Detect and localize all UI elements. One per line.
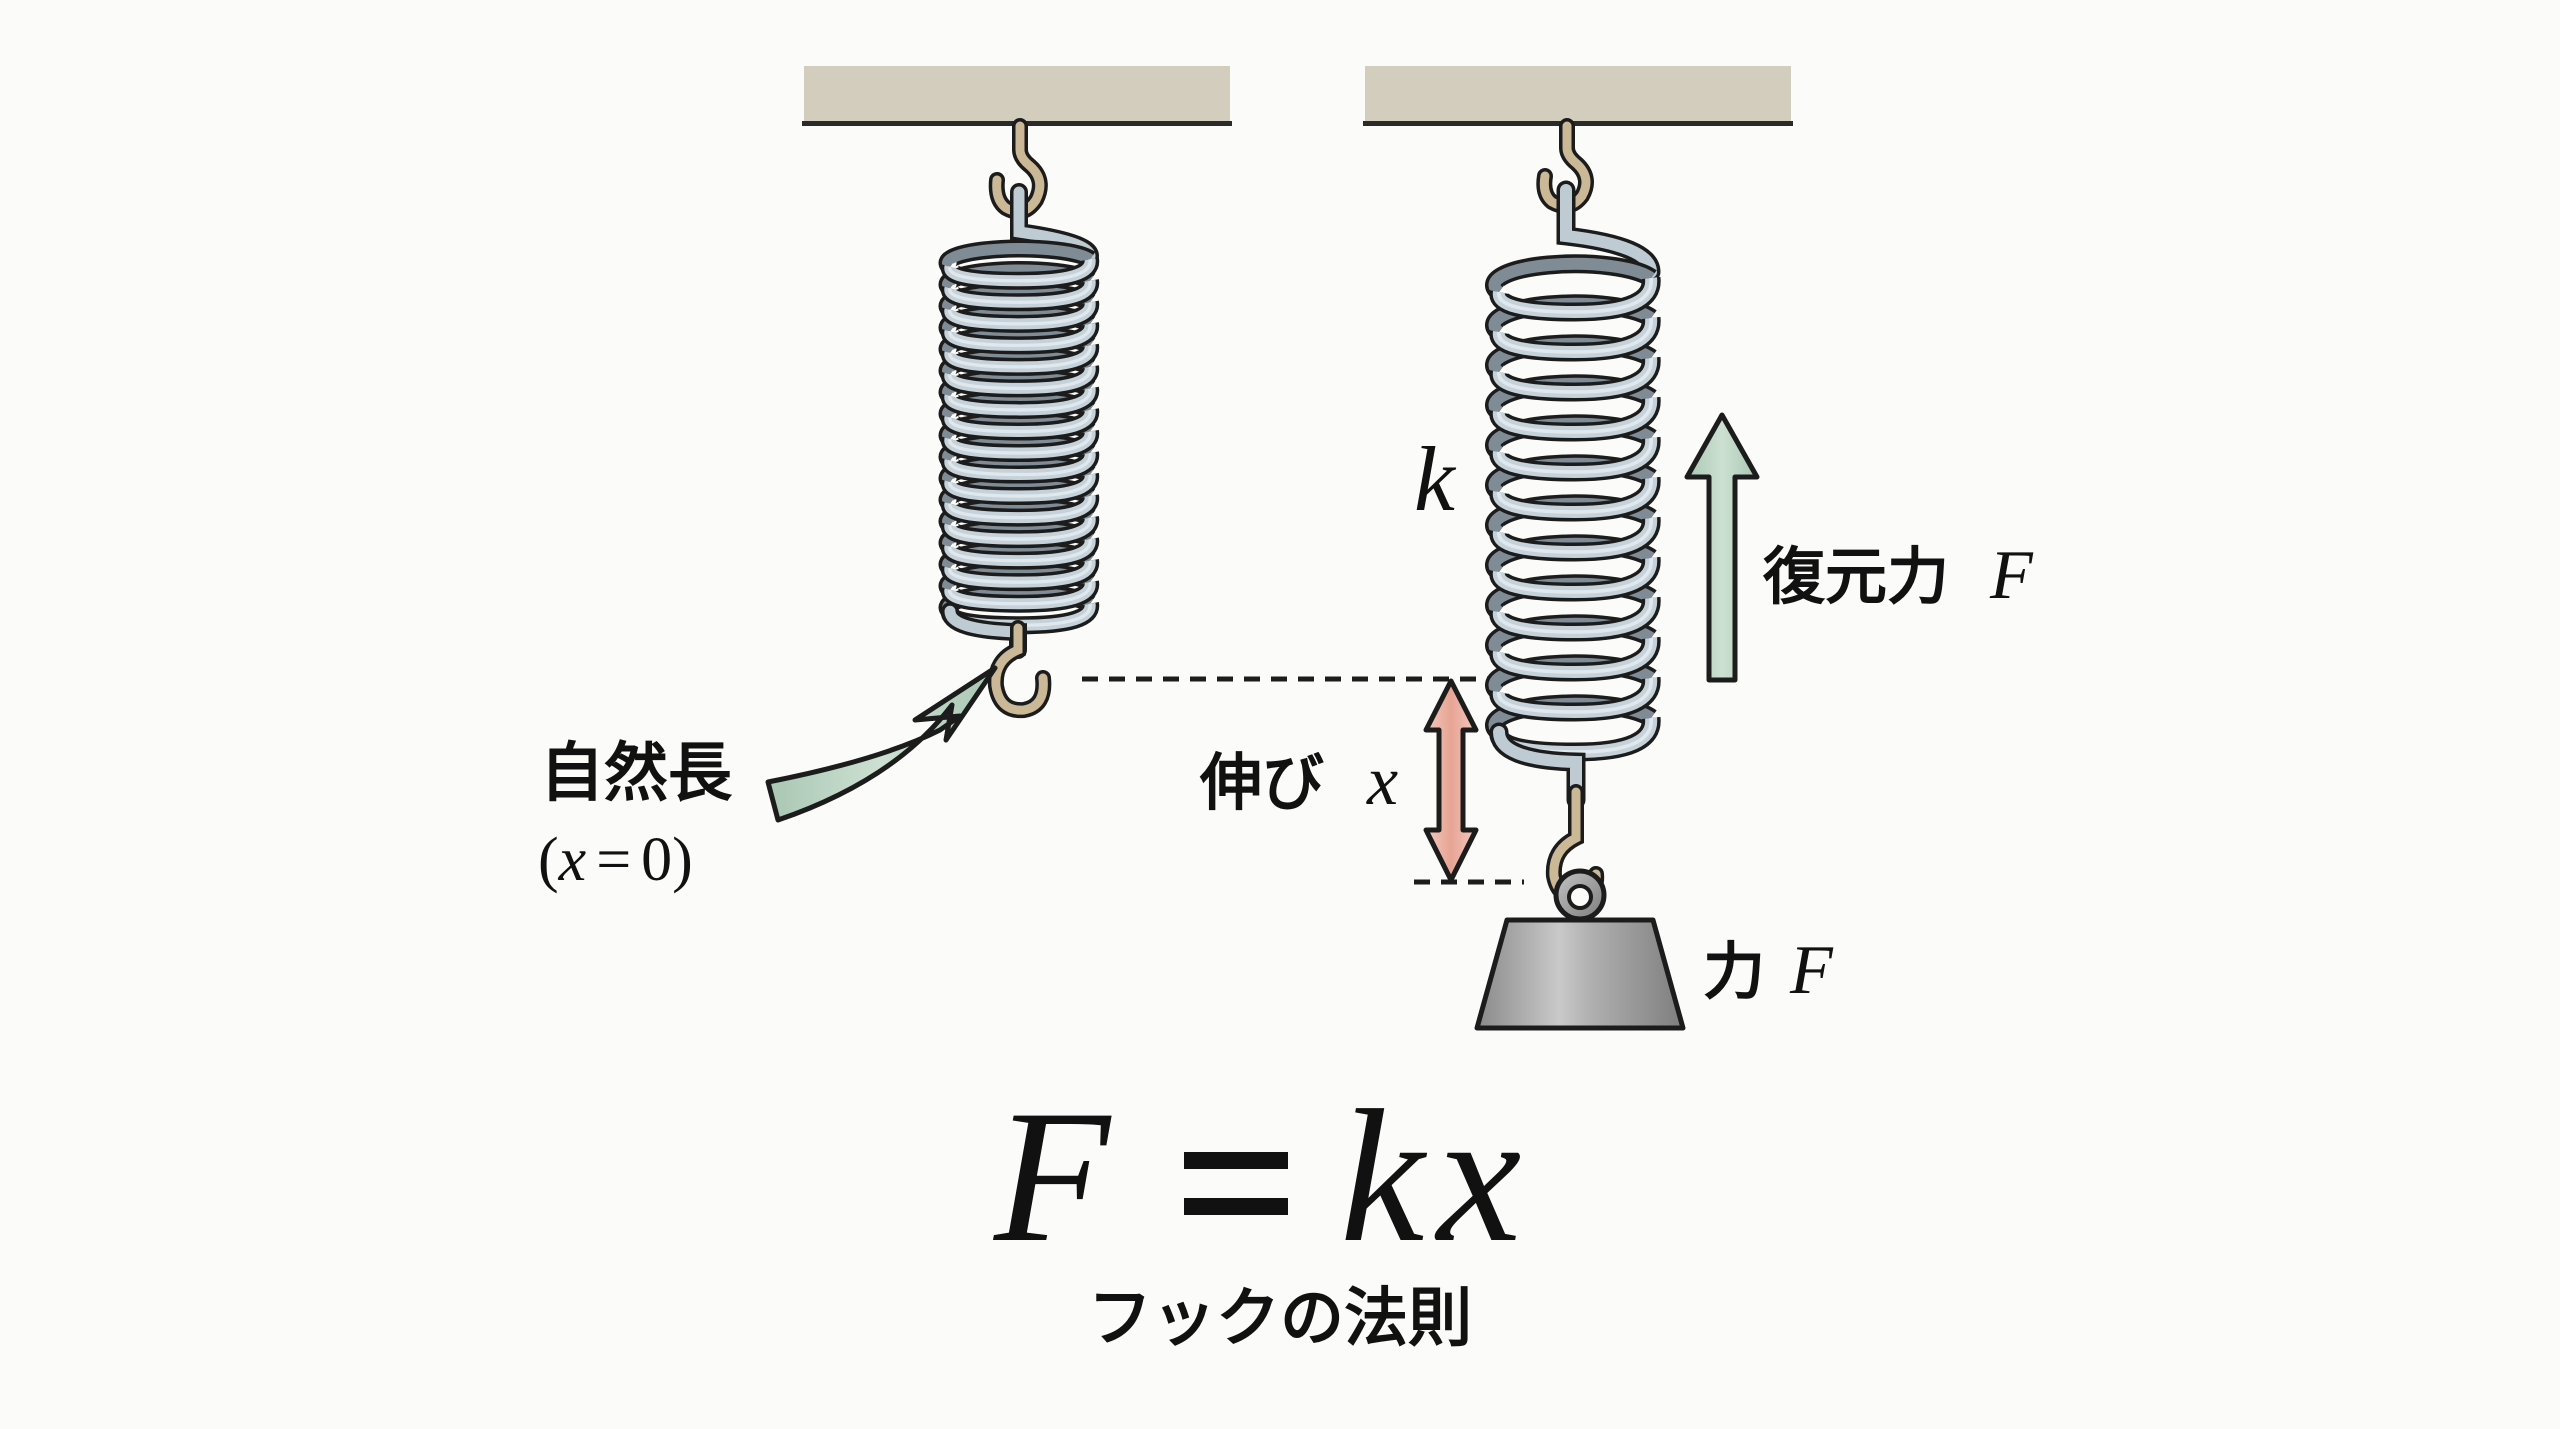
right-spring [1485, 180, 1661, 810]
left-spring [938, 183, 1100, 659]
spring-coil-highlight [1497, 437, 1653, 474]
spring-constant-label: k [1414, 428, 1457, 530]
spring-coil-highlight [1497, 317, 1653, 354]
spring-coil-highlight [948, 495, 1092, 520]
spring-coil-highlight [948, 538, 1092, 563]
spring-coil-highlight [948, 431, 1092, 455]
spring-coil-highlight [1497, 477, 1653, 514]
restoring-force-label: 復元力 F [1762, 537, 2034, 614]
formula-equals-bottom [1184, 1198, 1288, 1215]
spring-coil-highlight [948, 258, 1092, 283]
spring-coil-highlight [948, 345, 1092, 369]
formula-extension: x [1434, 1072, 1521, 1282]
spring-coil-highlight [948, 517, 1092, 541]
spring-coil-highlight [1497, 517, 1653, 554]
weight-body [1474, 917, 1686, 1031]
spring-coil-back [942, 243, 1094, 272]
spring-coil-highlight [948, 452, 1092, 477]
natural-length-arrow [765, 665, 998, 823]
left-bottom-hook [987, 620, 1052, 719]
spring-coil-highlight [1497, 397, 1653, 434]
spring-coil-highlight [1497, 637, 1653, 674]
spring-bottom-lead [1493, 726, 1582, 806]
hookes-law-formula: F k x [992, 1072, 1521, 1282]
right-ceiling [1363, 66, 1793, 126]
applied-force-var: F [1789, 932, 1834, 1009]
spring-coil-highlight [948, 388, 1092, 412]
spring-coil-highlight [1497, 557, 1653, 594]
spring-coil-highlight [948, 474, 1092, 498]
natural-length-text: 自然長 [540, 737, 733, 811]
extension-label: 伸び x [1199, 743, 1398, 820]
applied-force-text: 力 [1703, 935, 1765, 1008]
restoring-force-text: 復元力 [1762, 540, 1949, 613]
spring-coil-highlight [948, 280, 1092, 304]
spring-coil-highlight [1497, 357, 1653, 394]
natural-length-label: 自然長 (x=0) [538, 737, 733, 894]
spring-coil-highlight [948, 366, 1092, 391]
extension-var: x [1366, 743, 1398, 820]
applied-force-label: 力 F [1703, 932, 1834, 1009]
natural-length-condition: (x=0) [538, 826, 693, 894]
spring-coil-highlight [948, 560, 1092, 584]
spring-coil-highlight [1497, 277, 1653, 314]
spring-coil-highlight [1497, 597, 1653, 634]
right-top-hook [1536, 118, 1594, 214]
formula-force: F [992, 1072, 1112, 1282]
weight [1474, 868, 1686, 1031]
spring-coil-highlight [948, 323, 1092, 348]
restoring-force-arrow [1684, 412, 1760, 683]
spring-coil-back [1488, 257, 1655, 297]
restoring-force-var: F [1989, 537, 2034, 614]
spring-coil-highlight [948, 581, 1092, 606]
spring-coil-highlight [1497, 677, 1653, 714]
left-top-hook [988, 118, 1048, 220]
left-ceiling [802, 66, 1232, 126]
extension-double-arrow [1423, 678, 1479, 883]
formula-equals-top [1184, 1152, 1288, 1169]
spring-coil-highlight [948, 409, 1092, 434]
diagram-title: フックの法則 [1088, 1282, 1472, 1356]
extension-text: 伸び [1199, 746, 1324, 819]
spring-top-lead [1560, 184, 1657, 278]
spring-coil-highlight [948, 301, 1092, 326]
formula-spring-constant: k [1340, 1072, 1428, 1282]
